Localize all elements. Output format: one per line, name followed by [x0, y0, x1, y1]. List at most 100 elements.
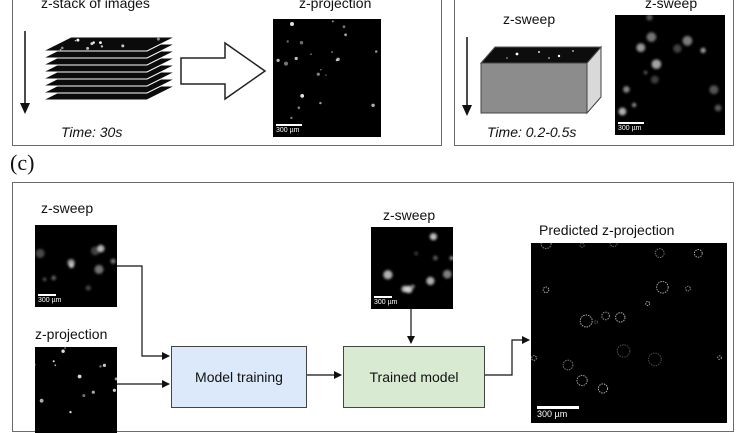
- specimen-spot: [156, 37, 160, 41]
- specimen-spot: [650, 75, 659, 84]
- z-sweep-center-image: 300 µm: [371, 227, 453, 309]
- specimen-spot: [542, 286, 550, 294]
- specimen-spot: [54, 364, 57, 367]
- z-projection-input-label: z-projection: [35, 326, 108, 342]
- specimen-spot: [114, 377, 117, 381]
- z-projection-image-a: 300 µm: [273, 19, 381, 137]
- specimen-spot: [429, 233, 437, 241]
- specimen-spot: [284, 61, 288, 66]
- specimen-spot: [290, 22, 294, 26]
- specimen-spot: [61, 46, 64, 50]
- specimen-spot: [375, 50, 378, 53]
- specimen-spot: [319, 101, 322, 105]
- specimen-spot: [576, 374, 588, 387]
- specimen-spot: [64, 347, 66, 349]
- specimen-spot: [94, 264, 104, 274]
- z-projection-input-image: [35, 347, 117, 433]
- specimen-spot: [331, 20, 334, 23]
- specimen-spot: [77, 374, 82, 379]
- specimen-spot: [51, 275, 56, 281]
- specimen-spot: [325, 74, 327, 76]
- specimen-spot: [648, 352, 662, 367]
- specimen-spot: [615, 312, 626, 323]
- specimen-spot: [74, 40, 77, 42]
- specimen-spot: [85, 285, 91, 291]
- specimen-spot: [97, 244, 105, 253]
- specimen-spot: [636, 43, 646, 52]
- specimen-spot: [342, 25, 346, 28]
- specimen-spot: [336, 57, 340, 61]
- scale-bar: 300 µm: [374, 296, 398, 306]
- specimen-spot: [579, 243, 585, 248]
- specimen-spot: [99, 365, 102, 368]
- specimen-spot: [700, 47, 706, 54]
- specimen-spot: [91, 390, 95, 394]
- specimen-spot: [405, 285, 413, 294]
- specimen-spot: [714, 104, 722, 112]
- specimen-spot: [90, 42, 94, 46]
- specimen-spot: [82, 394, 86, 398]
- specimen-spot: [646, 32, 657, 42]
- specimen-spot: [67, 259, 75, 267]
- z-sweep-input-label: z-sweep: [41, 200, 94, 216]
- specimen-spot: [112, 388, 116, 392]
- panel-c-caption: (c): [10, 150, 35, 175]
- specimen-spot: [86, 46, 90, 50]
- specimen-spot: [685, 285, 691, 292]
- trained-model-box: Trained model: [343, 346, 485, 408]
- z-stack-illustration: [42, 36, 176, 101]
- time-axis-arrow-b: [462, 37, 472, 116]
- specimen-spot: [110, 258, 116, 264]
- specimen-spot: [320, 69, 322, 71]
- specimen-spot: [609, 243, 618, 248]
- specimen-spot: [433, 255, 438, 261]
- specimen-spot: [673, 44, 682, 53]
- model-training-box: Model training: [171, 346, 307, 408]
- specimen-spot: [656, 281, 669, 294]
- specimen-spot: [562, 359, 574, 371]
- specimen-spot: [299, 41, 304, 45]
- scale-bar: 300 µm: [276, 124, 302, 134]
- scale-bar-large: 300 µm: [537, 406, 579, 419]
- z-projection-label-a: z-projection: [299, 0, 372, 11]
- specimen-spot: [316, 72, 320, 76]
- specimen-spot: [597, 383, 609, 394]
- specimen-spot: [601, 311, 610, 321]
- specimen-spot: [331, 51, 333, 53]
- specimen-spot: [443, 269, 452, 279]
- specimen-spot: [682, 35, 693, 46]
- specimen-spot: [531, 355, 537, 361]
- time-axis-arrow: [20, 31, 30, 114]
- specimen-spot: [35, 363, 36, 366]
- specimen-spot: [616, 344, 631, 358]
- z-sweep-center-label: z-sweep: [383, 207, 436, 223]
- specimen-spot: [623, 86, 630, 93]
- specimen-spot: [290, 116, 293, 120]
- panel-c: z-sweep z-projection z-sweep Predicted z…: [12, 182, 734, 433]
- predicted-projection-label: Predicted z-projection: [539, 222, 675, 238]
- specimen-spot: [449, 256, 453, 260]
- panel-a: z-stack of images z-projection Time: 30s…: [12, 0, 442, 146]
- specimen-spot: [426, 276, 435, 286]
- specimen-spot: [121, 44, 125, 48]
- specimen-spot: [632, 102, 637, 108]
- specimen-spot: [654, 248, 665, 259]
- specimen-spot: [100, 45, 104, 48]
- specimen-spot: [297, 106, 301, 109]
- large-right-arrow-icon: [180, 41, 267, 101]
- time-label-a: Time: 30s: [61, 124, 123, 140]
- specimen-spot: [383, 270, 393, 280]
- specimen-spot: [651, 59, 662, 69]
- specimen-spot: [300, 94, 305, 98]
- specimen-spot: [69, 411, 72, 414]
- z-sweep-block: [479, 45, 603, 115]
- specimen-spot: [540, 243, 552, 250]
- specimen-spot: [579, 314, 593, 328]
- specimen-spot: [414, 251, 418, 256]
- predicted-projection-image: 300 µm: [531, 243, 727, 423]
- specimen-spot: [99, 41, 101, 44]
- specimen-spot: [59, 48, 62, 51]
- specimen-spot: [35, 248, 45, 258]
- specimen-spot: [52, 360, 55, 363]
- specimen-spot: [276, 58, 280, 63]
